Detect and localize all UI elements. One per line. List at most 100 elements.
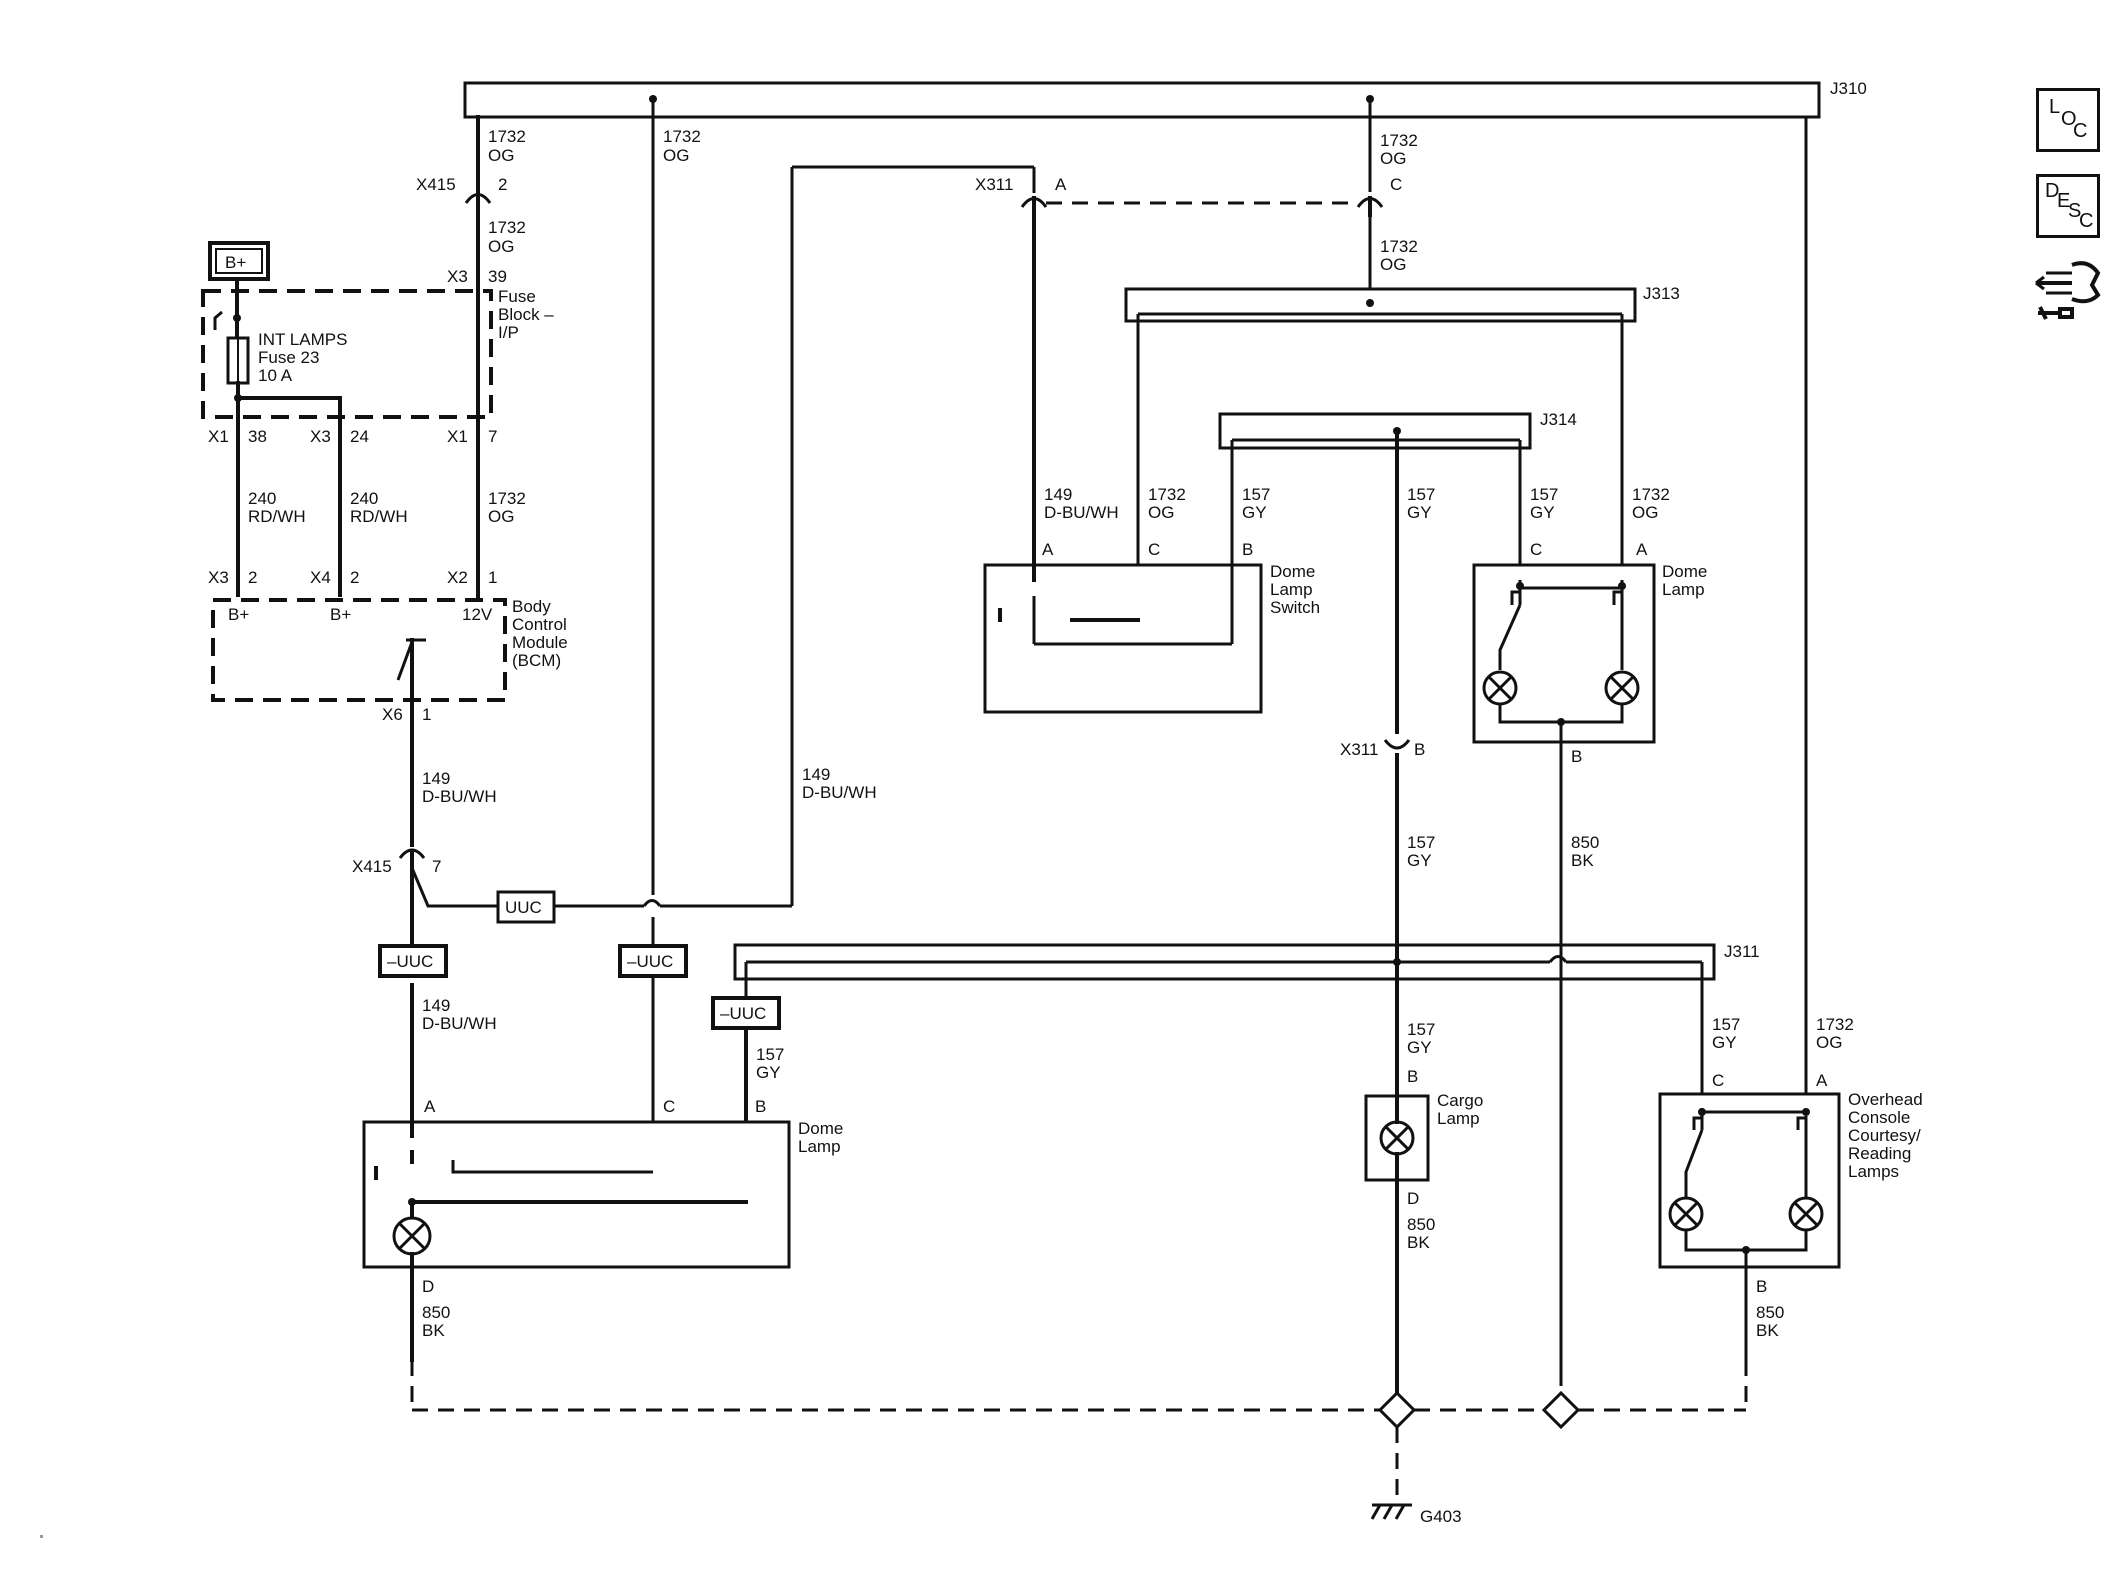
svg-text:J314: J314 <box>1540 410 1577 429</box>
svg-text:X4: X4 <box>310 568 331 587</box>
wire-buwh-top <box>792 165 1036 193</box>
overhead-console-lamps: C A Overhead Console Courtesy/ Reading L… <box>1658 1071 1923 1269</box>
svg-text:B+: B+ <box>330 605 351 624</box>
connector-view-icon[interactable] <box>2032 255 2104 327</box>
svg-text:OG: OG <box>1380 255 1406 274</box>
splice-j313: J313 <box>1124 284 1680 620</box>
svg-text:X3: X3 <box>447 267 468 286</box>
svg-text:1732: 1732 <box>488 218 526 237</box>
svg-text:OG: OG <box>1816 1033 1842 1052</box>
svg-text:OG: OG <box>1632 503 1658 522</box>
svg-text:Console: Console <box>1848 1108 1910 1127</box>
connector-x311-b: X311 B <box>1340 718 1425 1102</box>
svg-text:7: 7 <box>488 427 497 446</box>
svg-text:157: 157 <box>1407 485 1435 504</box>
svg-text:BK: BK <box>1571 851 1594 870</box>
svg-text:C: C <box>1530 540 1542 559</box>
svg-text:RD/WH: RD/WH <box>350 507 408 526</box>
svg-text:X1: X1 <box>208 427 229 446</box>
neg-uuc-box-3: –UUC <box>711 996 781 1030</box>
svg-text:850: 850 <box>1571 833 1599 852</box>
svg-text:X3: X3 <box>310 427 331 446</box>
svg-text:Module: Module <box>512 633 568 652</box>
svg-text:OG: OG <box>663 146 689 165</box>
connector-x311-a: X311 A <box>975 175 1067 217</box>
svg-text:J311: J311 <box>1724 942 1760 961</box>
fuse-block: INT LAMPS Fuse 23 10 A Fuse Block – I/P <box>201 287 554 419</box>
svg-text:38: 38 <box>248 427 267 446</box>
svg-text:X415: X415 <box>352 857 392 876</box>
svg-text:B: B <box>755 1097 766 1116</box>
splice-j311: J311 <box>733 942 1760 998</box>
svg-text:D: D <box>422 1277 434 1296</box>
svg-text:BK: BK <box>1407 1233 1430 1252</box>
svg-text:Body: Body <box>512 597 551 616</box>
body-control-module: B+ B+ 12V Body Control Module (BCM) <box>211 597 568 702</box>
svg-text:OG: OG <box>488 146 514 165</box>
svg-text:D: D <box>1407 1189 1419 1208</box>
svg-text:Lamp: Lamp <box>1270 580 1313 599</box>
svg-text:BK: BK <box>422 1321 445 1340</box>
svg-text:RD/WH: RD/WH <box>248 507 306 526</box>
svg-text:240: 240 <box>350 489 378 508</box>
desc-button[interactable]: D E S C <box>2036 174 2100 238</box>
svg-text:–UUC: –UUC <box>387 952 433 971</box>
svg-text:1: 1 <box>488 568 497 587</box>
wire-rdwh-left <box>236 396 342 597</box>
svg-text:B+: B+ <box>228 605 249 624</box>
svg-text:850: 850 <box>1407 1215 1435 1234</box>
svg-text:OG: OG <box>1148 503 1174 522</box>
neg-uuc-box-1: –UUC <box>378 944 448 978</box>
svg-text:GY: GY <box>1530 503 1555 522</box>
cargo-lamp: 157 GY B Cargo Lamp D 850 BK <box>1364 1020 1483 1400</box>
svg-text:Lamp: Lamp <box>798 1137 841 1156</box>
svg-text:149: 149 <box>802 765 830 784</box>
svg-text:1732: 1732 <box>663 127 701 146</box>
dome-lamp-switch: A C B Dome Lamp Switch <box>983 540 1320 714</box>
svg-text:1732: 1732 <box>1148 485 1186 504</box>
svg-text:2: 2 <box>350 568 359 587</box>
svg-text:7: 7 <box>432 857 441 876</box>
svg-text:GY: GY <box>1407 851 1432 870</box>
svg-text:C: C <box>2079 210 2093 232</box>
svg-text:INT LAMPS: INT LAMPS <box>258 330 347 349</box>
svg-text:1: 1 <box>422 705 431 724</box>
svg-text:157: 157 <box>1407 833 1435 852</box>
svg-text:B: B <box>1242 540 1253 559</box>
svg-text:I/P: I/P <box>498 323 519 342</box>
page-corner-mark <box>40 1535 43 1538</box>
neg-uuc-box-2: –UUC <box>618 944 688 978</box>
svg-text:L: L <box>2049 96 2060 118</box>
svg-text:157: 157 <box>1407 1020 1435 1039</box>
svg-text:BK: BK <box>1756 1321 1779 1340</box>
svg-text:149: 149 <box>1044 485 1072 504</box>
svg-text:E: E <box>2057 190 2070 212</box>
svg-text:Dome: Dome <box>798 1119 843 1138</box>
svg-text:J313: J313 <box>1643 284 1680 303</box>
svg-text:D-BU/WH: D-BU/WH <box>422 1014 497 1033</box>
svg-text:–UUC: –UUC <box>720 1004 766 1023</box>
dome-lamp-front: C A Dome Lamp <box>1472 540 1707 744</box>
svg-text:X3: X3 <box>208 568 229 587</box>
svg-text:Switch: Switch <box>1270 598 1320 617</box>
svg-text:D-BU/WH: D-BU/WH <box>1044 503 1119 522</box>
svg-text:12V: 12V <box>462 605 493 624</box>
dome-lamp-rear: A C B Dome Lamp <box>362 1097 843 1269</box>
svg-text:157: 157 <box>1242 485 1270 504</box>
loc-button[interactable]: L O C <box>2036 88 2100 152</box>
svg-text:157: 157 <box>756 1045 784 1064</box>
svg-text:850: 850 <box>422 1303 450 1322</box>
uuc-option: UUC <box>496 167 794 924</box>
svg-text:149: 149 <box>422 996 450 1015</box>
svg-text:Courtesy/: Courtesy/ <box>1848 1126 1921 1145</box>
svg-text:C: C <box>663 1097 675 1116</box>
svg-text:A: A <box>424 1097 436 1116</box>
svg-text:GY: GY <box>1407 503 1432 522</box>
splice-j314: J314 <box>1218 410 1577 722</box>
svg-text:Overhead: Overhead <box>1848 1090 1923 1109</box>
svg-text:157: 157 <box>1530 485 1558 504</box>
svg-text:Fuse 23: Fuse 23 <box>258 348 319 367</box>
svg-text:39: 39 <box>488 267 507 286</box>
wire-og-middle <box>649 95 657 1172</box>
